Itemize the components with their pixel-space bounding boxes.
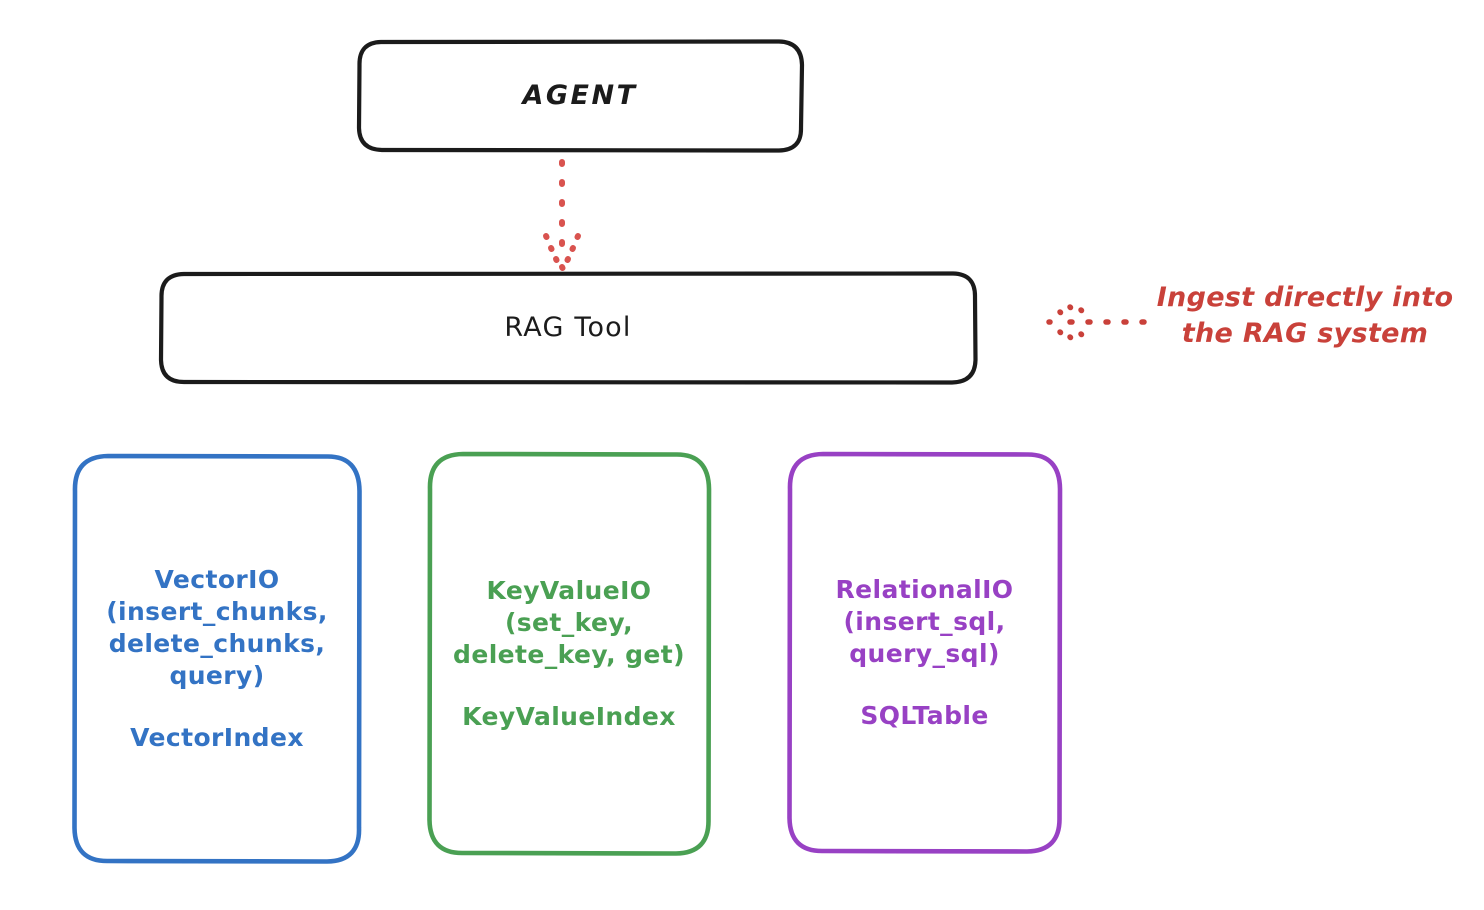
connector-ingest-into-rag xyxy=(1046,304,1147,341)
node-relational-io-text: RelationalIO (insert_sql, query_sql) SQL… xyxy=(836,542,1014,764)
node-relational-io-sublabel: SQLTable xyxy=(860,701,989,730)
annotation-ingest-note: Ingest directly into the RAG system xyxy=(1156,282,1454,350)
node-rag-tool-label: RAG Tool xyxy=(504,312,632,344)
node-relational-io[interactable]: RelationalIO (insert_sql, query_sql) SQL… xyxy=(785,450,1064,856)
node-key-value-io-label: KeyValueIO (set_key, delete_key, get) xyxy=(453,576,685,669)
node-vector-io[interactable]: VectorIO (insert_chunks, delete_chunks, … xyxy=(70,452,364,866)
connector-agent-to-rag-tool xyxy=(543,159,581,271)
node-vector-io-text: VectorIO (insert_chunks, delete_chunks, … xyxy=(106,532,328,786)
node-vector-io-label: VectorIO (insert_chunks, delete_chunks, … xyxy=(106,565,328,690)
node-key-value-io-text: KeyValueIO (set_key, delete_key, get) Ke… xyxy=(453,543,685,765)
node-relational-io-label: RelationalIO (insert_sql, query_sql) xyxy=(835,575,1014,668)
node-vector-io-sublabel: VectorIndex xyxy=(130,723,304,752)
node-key-value-io[interactable]: KeyValueIO (set_key, delete_key, get) Ke… xyxy=(425,450,713,858)
node-key-value-io-sublabel: KeyValueIndex xyxy=(462,702,676,731)
arrowhead-left-icon xyxy=(1046,304,1085,341)
node-agent-label: AGENT xyxy=(522,80,638,112)
node-agent[interactable]: AGENT xyxy=(355,38,805,154)
arrowhead-down-icon xyxy=(543,233,581,271)
node-rag-tool[interactable]: RAG Tool xyxy=(157,270,979,386)
